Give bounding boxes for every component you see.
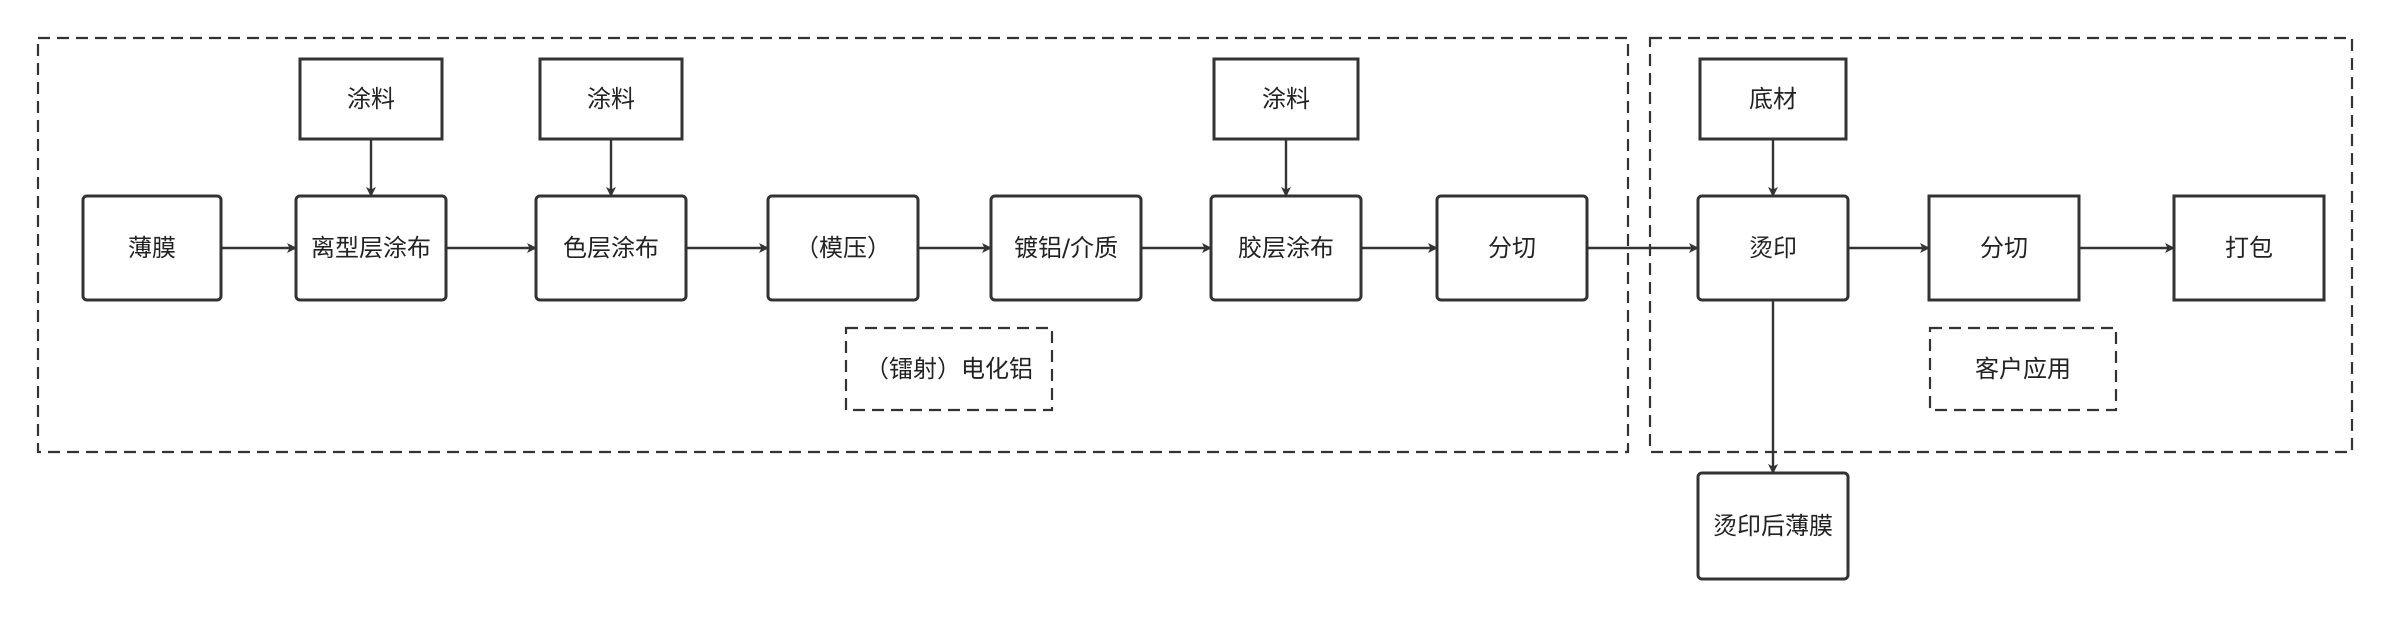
- node-adhesive-coating-label: 胶层涂布: [1238, 234, 1334, 262]
- node-aluminizing-label: 镀铝/介质: [1014, 234, 1118, 262]
- node-slitting-1-label: 分切: [1488, 234, 1536, 262]
- group-label-electro-aluminum: （镭射）电化铝: [844, 326, 1054, 412]
- node-substrate-label: 底材: [1749, 85, 1797, 113]
- node-post-stamping-film-label: 烫印后薄膜: [1713, 512, 1833, 540]
- node-post-stamping-film[interactable]: 烫印后薄膜: [1696, 471, 1850, 581]
- group-label-electro-aluminum-text: （镭射）电化铝: [865, 355, 1033, 383]
- group-label-customer-application-text: 客户应用: [1975, 355, 2071, 383]
- node-hot-stamping-label: 烫印: [1749, 234, 1797, 262]
- group-label-customer-application: 客户应用: [1928, 326, 2118, 412]
- connectors: [221, 139, 2175, 474]
- node-adhesive-coating[interactable]: 胶层涂布: [1209, 194, 1363, 302]
- node-substrate[interactable]: 底材: [1698, 57, 1848, 141]
- node-coating-3[interactable]: 涂料: [1212, 57, 1360, 141]
- node-aluminizing[interactable]: 镀铝/介质: [989, 194, 1143, 302]
- node-hot-stamping[interactable]: 烫印: [1696, 194, 1850, 302]
- node-packing[interactable]: 打包: [2172, 194, 2326, 302]
- node-coating-2[interactable]: 涂料: [538, 57, 684, 141]
- node-color-coating-label: 色层涂布: [563, 234, 659, 262]
- node-color-coating[interactable]: 色层涂布: [534, 194, 688, 302]
- node-embossing[interactable]: （模压）: [766, 194, 920, 302]
- group-frame-left: [36, 36, 1630, 454]
- node-release-coating-label: 离型层涂布: [311, 234, 431, 262]
- node-coating-3-label: 涂料: [1262, 85, 1310, 113]
- node-slitting-1[interactable]: 分切: [1435, 194, 1589, 302]
- node-film-label: 薄膜: [128, 234, 176, 262]
- node-coating-1-label: 涂料: [347, 85, 395, 113]
- node-slitting-2[interactable]: 分切: [1927, 194, 2081, 302]
- node-embossing-label: （模压）: [795, 234, 891, 262]
- node-coating-1[interactable]: 涂料: [298, 57, 444, 141]
- group-frame-right: [1648, 36, 2354, 454]
- node-film[interactable]: 薄膜: [81, 194, 223, 302]
- node-slitting-2-label: 分切: [1980, 234, 2028, 262]
- node-release-coating[interactable]: 离型层涂布: [294, 194, 448, 302]
- node-coating-2-label: 涂料: [587, 85, 635, 113]
- node-packing-label: 打包: [2225, 234, 2273, 262]
